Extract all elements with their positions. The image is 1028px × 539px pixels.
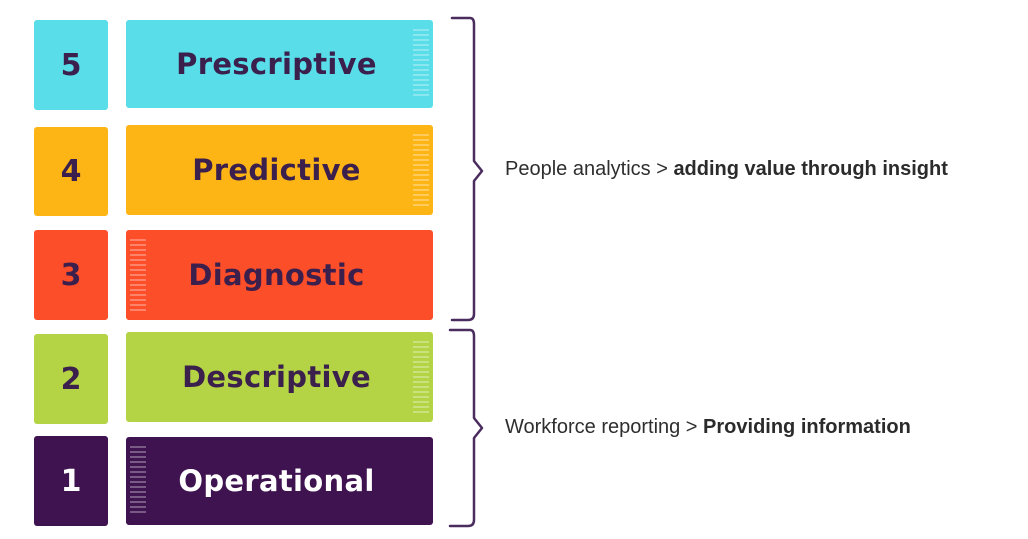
level-2-number-block: 2: [34, 334, 108, 424]
level-label: Diagnostic: [188, 258, 365, 292]
level-label: Operational: [178, 464, 375, 498]
level-number: 1: [60, 463, 82, 499]
level-3-number-block: 3: [34, 230, 108, 320]
level-number: 5: [60, 47, 82, 83]
level-5-label-block: Prescriptive: [126, 20, 433, 108]
level-4-label-block: Predictive: [126, 125, 433, 215]
level-number: 3: [60, 257, 82, 293]
reporting-brace: [448, 328, 484, 528]
level-4-number-block: 4: [34, 127, 108, 216]
level-2-label-block: Descriptive: [126, 332, 433, 422]
level-3-label-block: Diagnostic: [126, 230, 433, 320]
reporting-prefix: Workforce reporting >: [505, 416, 704, 438]
level-label: Predictive: [192, 153, 361, 187]
level-number: 4: [60, 154, 82, 189]
level-1-number-block: 1: [34, 436, 108, 526]
reporting-emphasis: Providing information: [703, 416, 911, 438]
reporting-group-label: Workforce reporting > Providing informat…: [505, 416, 911, 439]
level-5-number-block: 5: [34, 20, 108, 110]
level-label: Descriptive: [182, 360, 371, 394]
level-1-label-block: Operational: [126, 437, 433, 525]
level-number: 2: [60, 361, 82, 397]
analytics-brace: [450, 16, 484, 322]
analytics-group-label: People analytics > adding value through …: [505, 158, 948, 181]
analytics-prefix: People analytics >: [505, 158, 674, 180]
level-label: Prescriptive: [176, 47, 377, 81]
analytics-emphasis: adding value through insight: [673, 158, 948, 180]
